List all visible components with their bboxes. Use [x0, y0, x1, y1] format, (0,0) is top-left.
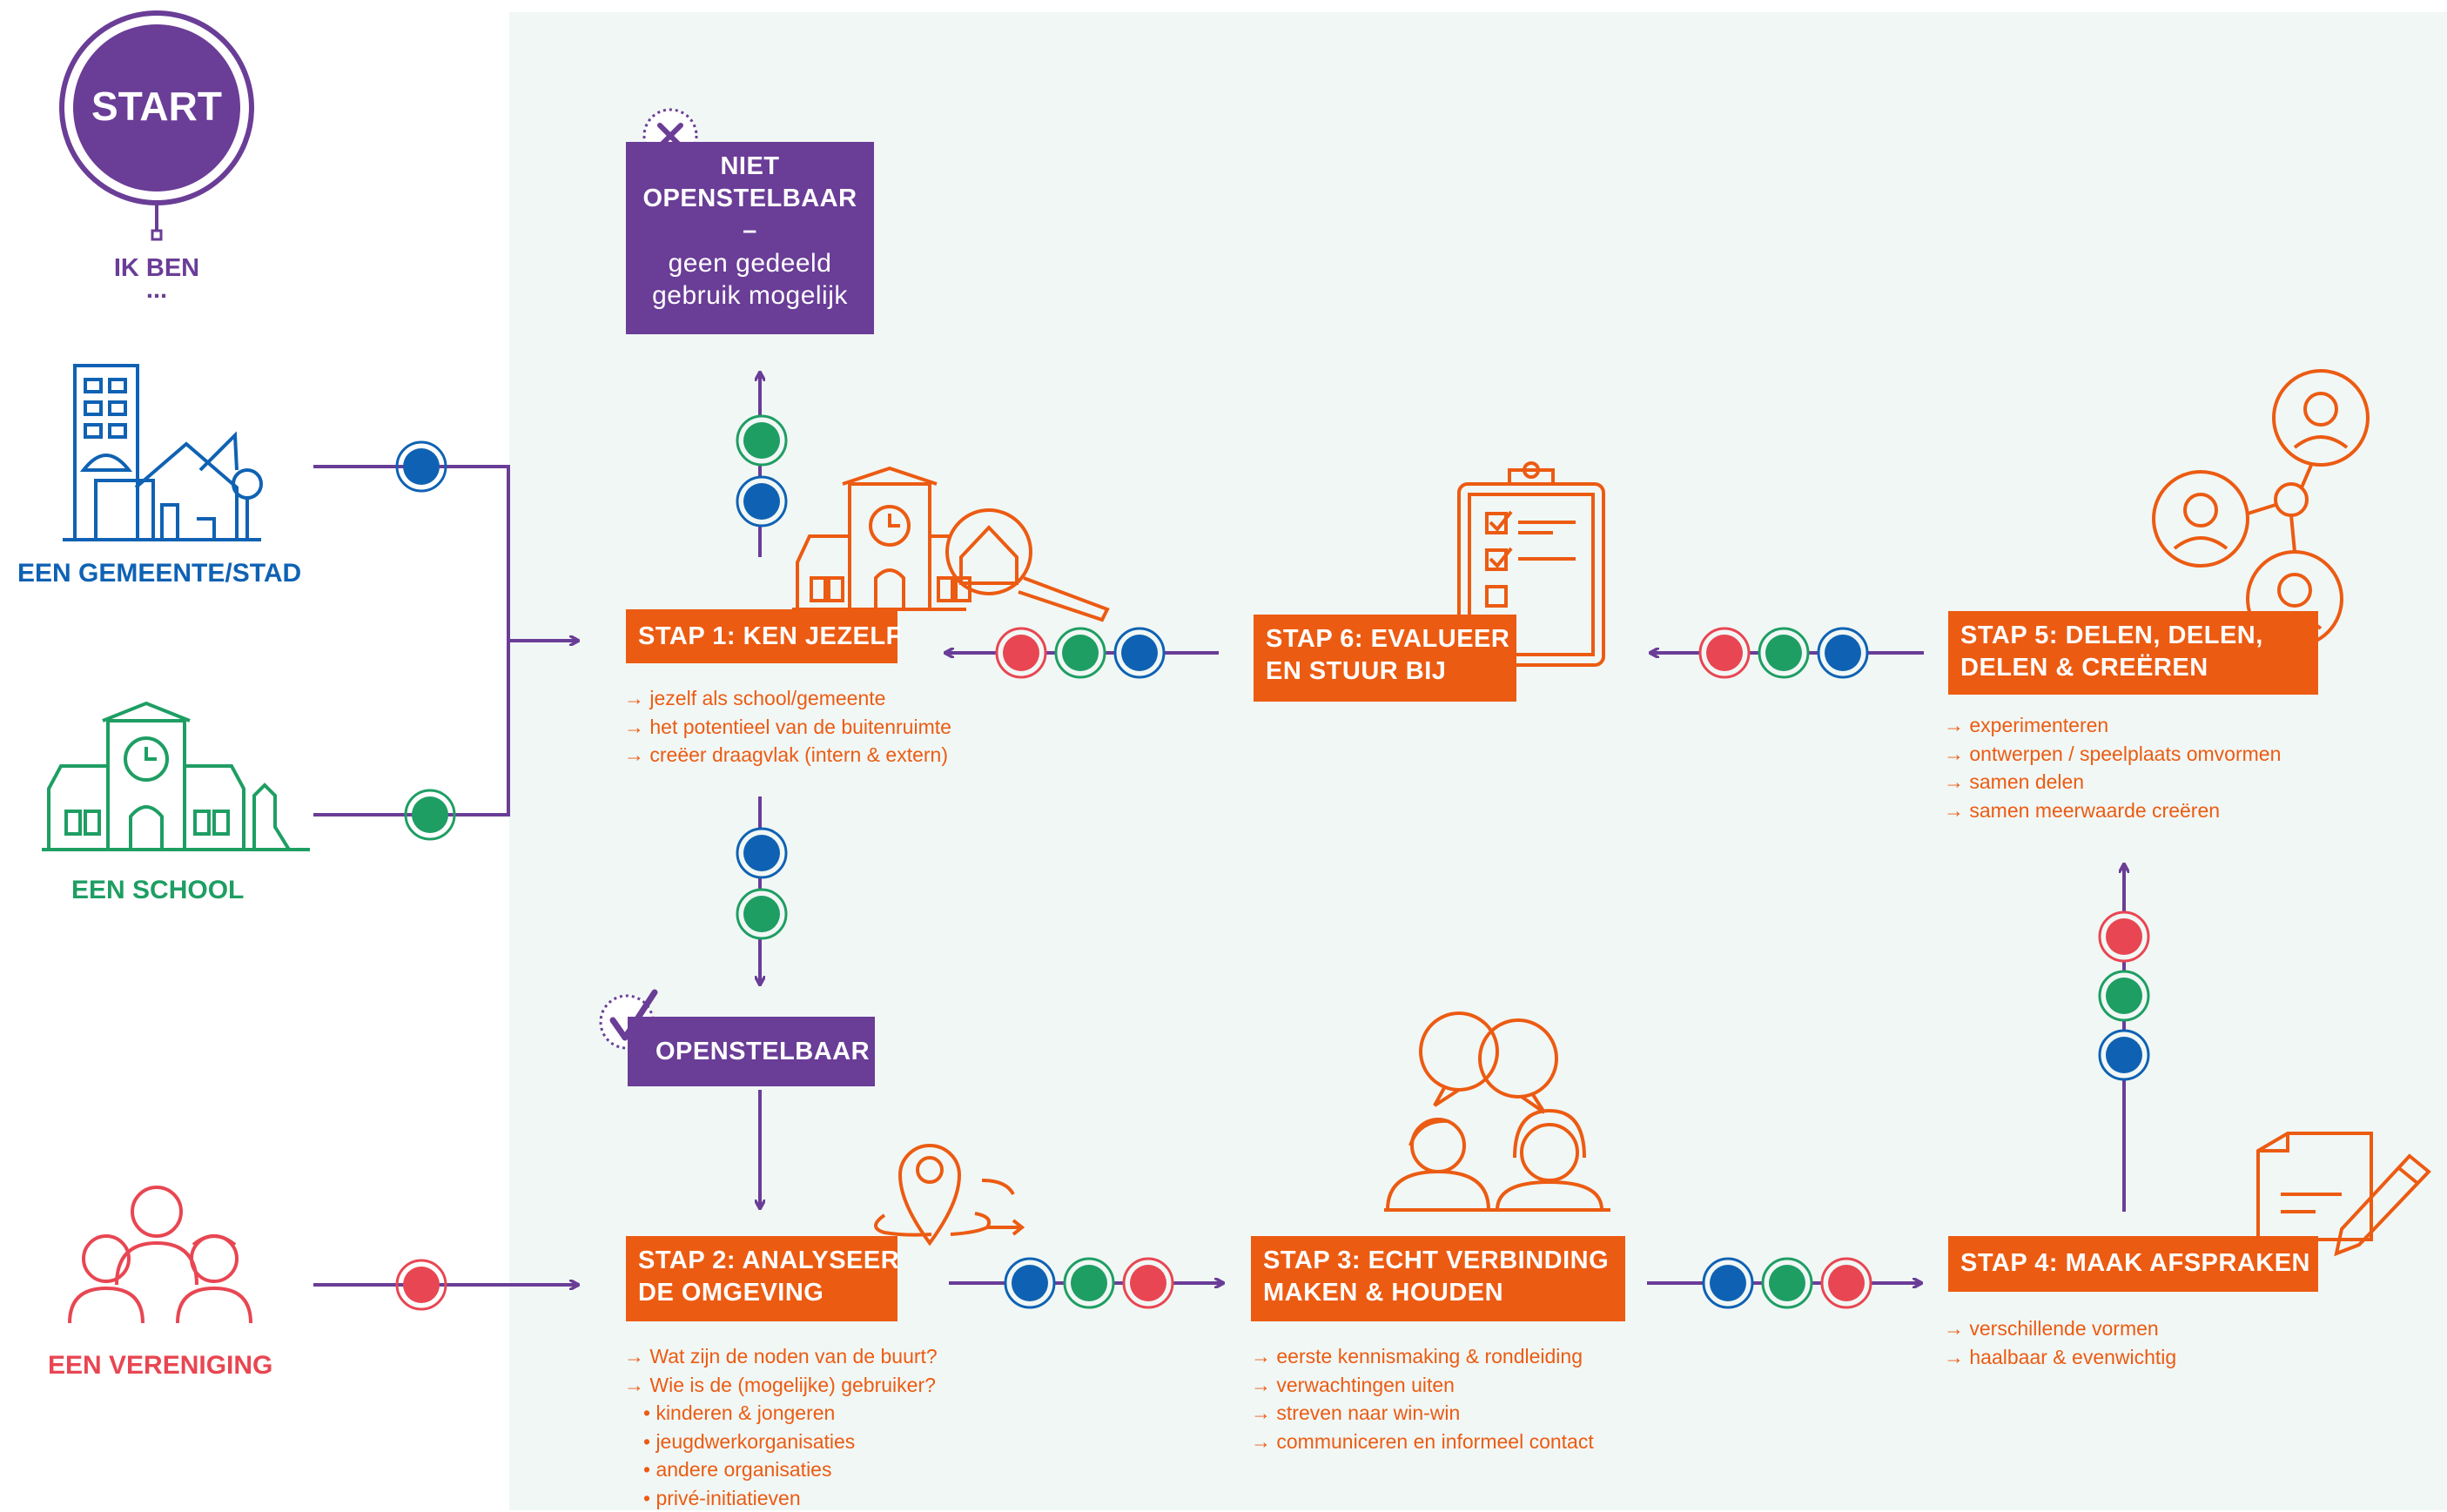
dot-s5-red [1700, 628, 1749, 677]
actor-vereniging: EEN VERENIGING [48, 1351, 272, 1381]
dot-vereniging-red [397, 1260, 446, 1309]
flow-arrows [760, 373, 2124, 1283]
school-building-icon [42, 703, 310, 850]
list-subitem: • jeugdwerkorganisaties [624, 1428, 938, 1456]
stap6-title-1: STAP 6: EVALUEER [1266, 623, 1504, 655]
school-magnifier-icon [792, 468, 1107, 620]
list-subitem: • andere organisaties [624, 1455, 938, 1484]
stap4-title: STAP 4: MAAK AFSPRAKEN [1960, 1247, 2306, 1280]
dot-s4-blue [2100, 1031, 2148, 1079]
dot-s4-green [2100, 971, 2148, 1020]
stap1-box: STAP 1: KEN JEZELF [626, 609, 897, 663]
color-dots [397, 416, 2148, 1309]
list-item: → creëer draagvlak (intern & extern) [624, 741, 951, 769]
stap2-box: STAP 2: ANALYSEER DE OMGEVING [626, 1236, 897, 1321]
dot-s2-blue [1005, 1259, 1054, 1307]
niet-line4: gebruik mogelijk [638, 279, 862, 312]
dot-s3-green [1763, 1259, 1812, 1307]
stap5-title-1: STAP 5: DELEN, DELEN, [1960, 620, 2306, 652]
stap5-box: STAP 5: DELEN, DELEN, DELEN & CREËREN [1948, 611, 2318, 695]
list-item: → samen meerwaarde creëren [1944, 796, 2281, 825]
stap2-list: → Wat zijn de noden van de buurt? → Wie … [624, 1342, 938, 1512]
openstelbaar-label: OPENSTELBAAR [655, 1036, 863, 1068]
stap3-list: → eerste kennismaking & rondleiding → ve… [1251, 1342, 1594, 1455]
niet-line2: OPENSTELBAAR [638, 183, 862, 215]
stap4-list: → verschillende vormen → haalbaar & even… [1944, 1314, 2176, 1371]
list-subitem: • privé-initiatieven [624, 1484, 938, 1512]
niet-openstelbaar-box: NIET OPENSTELBAAR – geen gedeeld gebruik… [626, 142, 874, 334]
people-group-icon [70, 1187, 251, 1323]
stap1-title: STAP 1: KEN JEZELF [638, 621, 885, 653]
list-item: → haalbaar & evenwichtig [1944, 1343, 2176, 1372]
stap4-box: STAP 4: MAAK AFSPRAKEN [1948, 1236, 2318, 1292]
dot-s2-green [1065, 1259, 1113, 1307]
stap2-title-2: DE OMGEVING [638, 1277, 885, 1309]
dot-s5-green [1759, 628, 1808, 677]
network-people-icon [2154, 371, 2368, 646]
list-item: → samen delen [1944, 768, 2281, 796]
dot-s6-green [1056, 628, 1105, 677]
dot-s6-red [997, 628, 1045, 677]
dot-up-green [737, 416, 786, 465]
niet-dash: – [638, 215, 862, 247]
dot-gemeente-blue [397, 442, 446, 491]
list-item: → eerste kennismaking & rondleiding [1251, 1342, 1594, 1371]
dot-s2-red [1124, 1259, 1173, 1307]
list-item: → Wie is de (mogelijke) gebruiker? [624, 1371, 938, 1400]
list-item: → het potentieel van de buitenruimte [624, 713, 951, 742]
niet-line1: NIET [638, 151, 862, 183]
stap6-title-2: EN STUUR BIJ [1266, 655, 1504, 688]
dot-s3-red [1822, 1259, 1871, 1307]
niet-line3: geen gedeeld [638, 247, 862, 279]
actor-school: EEN SCHOOL [71, 876, 244, 905]
dot-down-blue [737, 829, 786, 877]
stap3-box: STAP 3: ECHT VERBINDING MAKEN & HOUDEN [1251, 1236, 1625, 1321]
list-item: → communiceren en informeel contact [1251, 1428, 1594, 1456]
location-pin-icon [876, 1146, 1022, 1243]
dot-school-green [406, 790, 454, 839]
actor-gemeente: EEN GEMEENTE/STAD [17, 559, 301, 588]
stap5-title-2: DELEN & CREËREN [1960, 652, 2306, 684]
stap3-title-1: STAP 3: ECHT VERBINDING [1263, 1245, 1613, 1277]
dot-down-green [737, 890, 786, 938]
dot-s4-red [2100, 912, 2148, 961]
stap5-list: → experimenteren → ontwerpen / speelplaa… [1944, 711, 2281, 824]
stap3-title-2: MAKEN & HOUDEN [1263, 1277, 1613, 1309]
actor-connectors [313, 467, 578, 1285]
dot-up-blue [737, 477, 786, 526]
list-item: → experimenteren [1944, 711, 2281, 740]
openstelbaar-box: OPENSTELBAAR [628, 1017, 875, 1086]
stap6-box: STAP 6: EVALUEER EN STUUR BIJ [1254, 615, 1516, 702]
ik-ben-label: IK BEN ... [87, 254, 226, 298]
dot-s6-blue [1115, 628, 1164, 677]
list-item: → verwachtingen uiten [1251, 1371, 1594, 1400]
start-label: START [60, 83, 253, 130]
conversation-icon [1384, 1013, 1610, 1210]
stap1-list: → jezelf als school/gemeente → het poten… [624, 684, 951, 769]
dot-s3-blue [1704, 1259, 1752, 1307]
list-item: → streven naar win-win [1251, 1399, 1594, 1428]
list-subitem: • kinderen & jongeren [624, 1399, 938, 1428]
list-item: → jezelf als school/gemeente [624, 684, 951, 713]
list-item: → verschillende vormen [1944, 1314, 2176, 1343]
ik-ben-ellipsis: ... [87, 282, 226, 298]
list-item: → Wat zijn de noden van de buurt? [624, 1342, 938, 1371]
city-icon [63, 366, 261, 540]
list-item: → ontwerpen / speelplaats omvormen [1944, 740, 2281, 769]
dot-s5-blue [1818, 628, 1867, 677]
stap2-title-1: STAP 2: ANALYSEER [638, 1245, 885, 1277]
